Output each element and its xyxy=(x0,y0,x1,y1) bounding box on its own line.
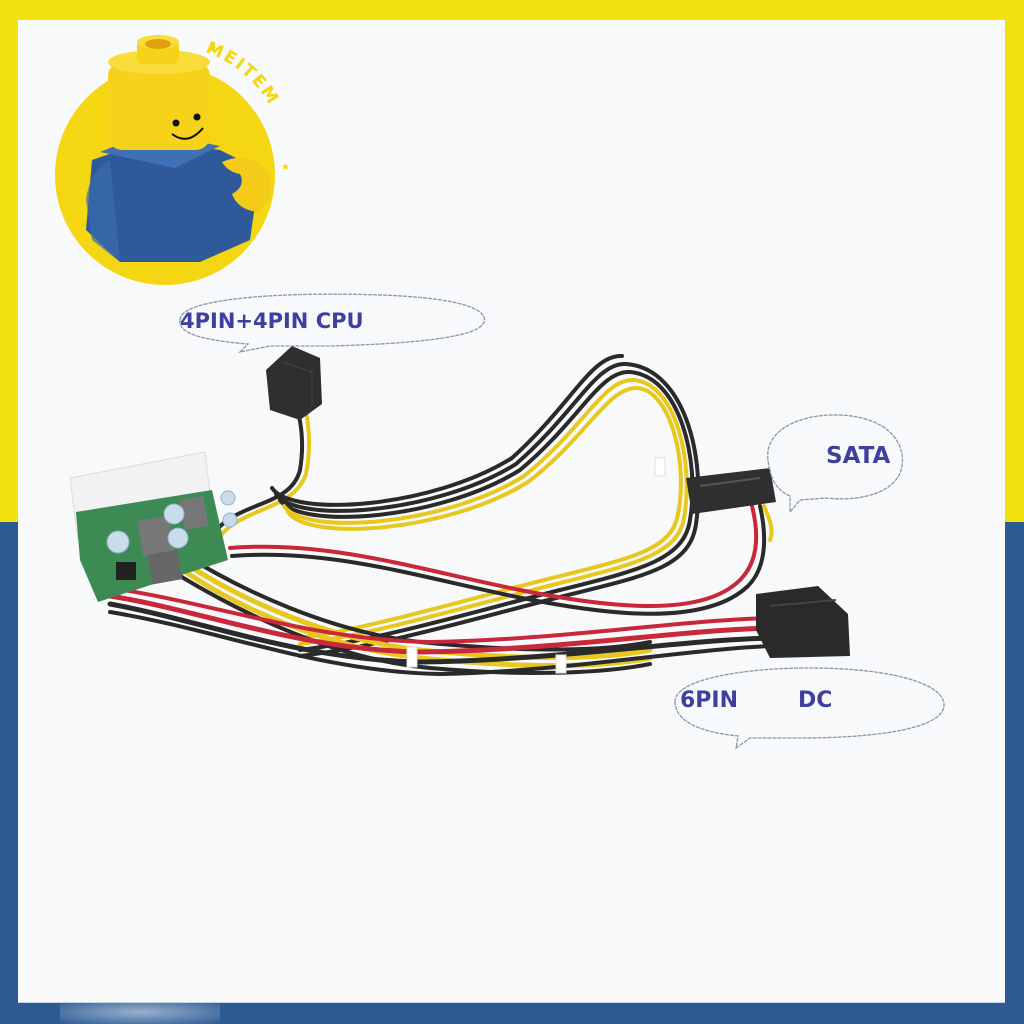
sata-connector-icon xyxy=(686,468,776,514)
star-icon: ★ xyxy=(281,162,290,173)
minifigure-mascot-icon xyxy=(86,35,271,262)
callout-bubble-dc xyxy=(674,667,945,750)
callout-bubble-cpu xyxy=(179,293,486,354)
cable-harness xyxy=(107,353,774,677)
atx-24pin-pcb-icon xyxy=(69,451,238,602)
callout-label-6pin: 6PIN xyxy=(680,688,739,713)
brand-logo: MEITEM ★ ★ xyxy=(55,35,290,285)
callout-bubble-sata xyxy=(767,414,904,514)
cpu-8pin-connector-icon xyxy=(266,346,322,420)
pcie-6pin-connector-icon xyxy=(756,586,850,658)
callout-label-dc: DC xyxy=(798,688,833,713)
star-icon: ★ xyxy=(208,44,217,55)
frame-glow xyxy=(60,1000,220,1024)
callout-label-cpu: 4PIN+4PIN CPU xyxy=(180,309,364,333)
callout-label-sata: SATA xyxy=(826,443,891,469)
callouts xyxy=(179,293,945,750)
